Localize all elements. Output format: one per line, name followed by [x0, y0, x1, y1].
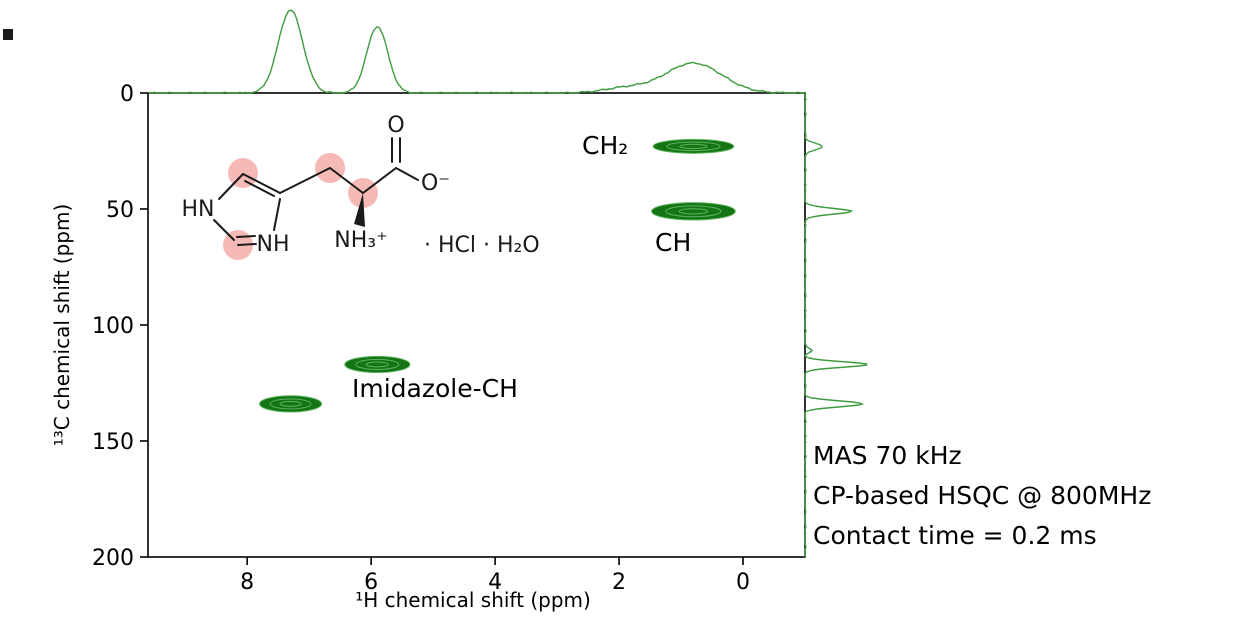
atom-label-carbonyl-o: O: [387, 113, 404, 138]
cross-peak-CH₂: [652, 138, 735, 154]
salt-hydrate-label: · HCl · H₂O: [424, 233, 540, 258]
histidine-structure-inset: O O⁻ HN NH NH₃⁺: [182, 113, 450, 260]
x-tick-label: 0: [736, 570, 750, 595]
atom-label-o-minus: O⁻: [421, 171, 450, 196]
atom-label-nh3-plus: NH₃⁺: [334, 228, 387, 253]
x-tick-label: 6: [364, 570, 378, 595]
bond-skeleton: [213, 137, 419, 246]
y-tick-label: 0: [120, 82, 134, 107]
x-tick-label: 4: [488, 570, 502, 595]
y-tick-label: 50: [106, 198, 134, 223]
y-tick-label: 150: [92, 430, 134, 455]
cross-peak-Imidazole-CH: [344, 355, 411, 374]
y-axis-label: ¹³C chemical shift (ppm): [50, 203, 74, 447]
h-projection-trace: [147, 9, 806, 94]
peak-label-ch2: CH₂: [582, 131, 629, 160]
cross-peak-CH: [651, 202, 736, 221]
annotation-experiment-type: CP-based HSQC @ 800MHz: [813, 481, 1152, 510]
atom-label-nh: NH: [257, 232, 290, 257]
x-axis-label: ¹H chemical shift (ppm): [355, 588, 591, 612]
annotation-contact-time: Contact time = 0.2 ms: [813, 521, 1097, 550]
atom-label-hn: HN: [182, 197, 215, 222]
cross-peak-Imidazole-CH: [259, 395, 323, 413]
peak-label-imidazole-ch: Imidazole-CH: [352, 374, 518, 403]
x-tick-label: 8: [240, 570, 254, 595]
wedge-bond: [354, 193, 365, 227]
experiment-annotations: MAS 70 kHz CP-based HSQC @ 800MHz Contac…: [813, 436, 1151, 556]
y-tick-label: 100: [92, 314, 134, 339]
annotation-mas-rate: MAS 70 kHz: [813, 441, 962, 470]
c-projection-trace: [804, 92, 868, 557]
peak-label-ch: CH: [655, 228, 692, 257]
x-tick-label: 2: [612, 570, 626, 595]
y-tick-label: 200: [92, 546, 134, 571]
cropped-edge-artifact: [3, 29, 13, 40]
atom-labels: O O⁻ HN NH NH₃⁺: [182, 113, 450, 257]
